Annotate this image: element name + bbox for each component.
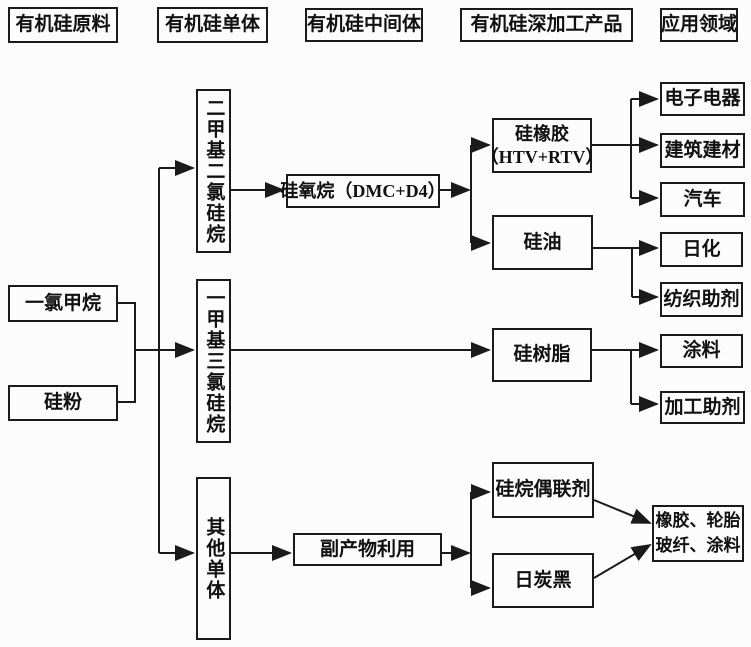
node-coatings: 涂料 bbox=[660, 334, 743, 368]
node-rubber-tire-glassfiber-coatings: 橡胶、轮胎 玻纤、涂料 bbox=[652, 505, 744, 562]
node-daily-chemicals: 日化 bbox=[660, 232, 743, 267]
connector bbox=[592, 99, 632, 198]
header-application: 应用领域 bbox=[660, 8, 738, 42]
connector bbox=[592, 349, 632, 404]
node-processing-aids: 加工助剂 bbox=[660, 391, 745, 424]
node-other-monomers: 其他单体 bbox=[196, 477, 231, 640]
node-construction: 建筑建材 bbox=[660, 133, 745, 168]
node-electronics: 电子电器 bbox=[660, 82, 745, 116]
header-intermediate: 有机硅中间体 bbox=[305, 8, 423, 42]
node-silicon-powder: 硅粉 bbox=[8, 385, 118, 421]
connector-arrow bbox=[593, 543, 652, 579]
header-raw-material: 有机硅原料 bbox=[8, 7, 118, 43]
node-silicone-oil: 硅油 bbox=[492, 215, 593, 270]
node-methyl-chloride: 一氯甲烷 bbox=[8, 285, 118, 322]
connector-arrow bbox=[593, 499, 652, 524]
header-monomer: 有机硅单体 bbox=[157, 7, 268, 43]
node-silane-coupling-agent: 硅烷偶联剂 bbox=[492, 462, 594, 518]
node-rubber-tire-line2: 玻纤、涂料 bbox=[655, 535, 741, 555]
connector-group bbox=[118, 91, 659, 596]
node-silicone-rubber-line2: （HTV+RTV） bbox=[480, 146, 604, 167]
node-rubber-tire-line1: 橡胶、轮胎 bbox=[655, 510, 741, 530]
node-silicone-rubber: 硅橡胶 （HTV+RTV） bbox=[481, 118, 603, 173]
node-dimethyldichlorosilane: 二甲基二氯硅烷 bbox=[196, 89, 231, 253]
node-silicone-resin: 硅树脂 bbox=[492, 328, 592, 382]
node-silicone-rubber-line1: 硅橡胶 bbox=[515, 124, 569, 144]
node-textile-auxiliaries: 纺织助剂 bbox=[660, 282, 743, 317]
connector bbox=[118, 302, 136, 403]
node-byproduct-utilization: 副产物利用 bbox=[293, 533, 442, 566]
node-automobile: 汽车 bbox=[660, 182, 745, 217]
node-carbon-black: 日炭黑 bbox=[492, 553, 594, 608]
node-methyltrichlorosilane: 一甲基三氯硅烷 bbox=[196, 279, 231, 443]
header-deep-processed: 有机硅深加工产品 bbox=[460, 8, 633, 42]
connector bbox=[593, 247, 633, 297]
node-siloxane: 硅氧烷（DMC+D4） bbox=[280, 174, 446, 208]
